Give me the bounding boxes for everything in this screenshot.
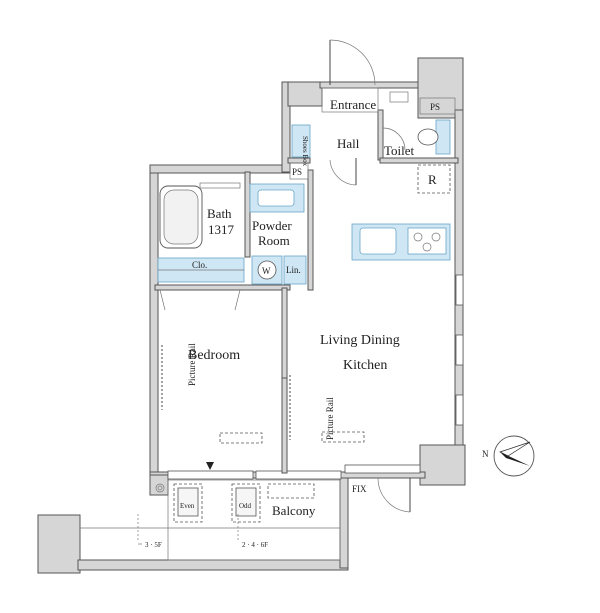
ac-unit-odd: Odd bbox=[231, 483, 261, 523]
bathtub bbox=[159, 185, 203, 249]
floors-right-label: 2 · 4 · 6F bbox=[242, 541, 268, 549]
ac-unit-even: Even bbox=[173, 483, 203, 523]
picture-rail-1: Picture Rail bbox=[187, 343, 197, 386]
entrance-door bbox=[329, 39, 376, 86]
ps-top-label: PS bbox=[430, 102, 440, 112]
picture-rail-2: Picture Rail bbox=[325, 397, 335, 440]
toilet-fixture bbox=[417, 119, 451, 155]
bath-label: Bath bbox=[207, 206, 232, 221]
ps-mid-label: PS bbox=[292, 167, 302, 177]
entry-arrow-icon bbox=[206, 462, 214, 470]
even-label: Even bbox=[180, 502, 195, 510]
shoes-box-label: Shoes Box bbox=[301, 136, 309, 167]
bedroom-label: Bedroom bbox=[188, 348, 240, 363]
powder-room-label-1: Powder bbox=[252, 218, 292, 233]
bottom-windows bbox=[167, 462, 421, 480]
kitchen-label: Kitchen bbox=[343, 358, 387, 373]
balcony-label: Balcony bbox=[272, 503, 316, 518]
shoes-box bbox=[291, 124, 311, 158]
floors-left-label: 3 · 5F bbox=[145, 541, 162, 549]
powder-room-label-2: Room bbox=[258, 233, 290, 248]
toilet-label: Toilet bbox=[384, 143, 415, 158]
r-label: R bbox=[428, 172, 437, 187]
entrance-label: Entrance bbox=[330, 97, 376, 112]
drain-icon bbox=[155, 483, 165, 493]
fix-label: FIX bbox=[352, 484, 367, 494]
balcony-door bbox=[377, 477, 411, 513]
linen-closet bbox=[283, 255, 307, 285]
hall-door bbox=[329, 158, 357, 186]
w-label: W bbox=[262, 266, 271, 276]
odd-label: Odd bbox=[239, 502, 252, 510]
lin-label: Lin. bbox=[286, 265, 301, 275]
toilet-door bbox=[382, 127, 406, 151]
interior-walls bbox=[154, 109, 459, 474]
hall-label: Hall bbox=[337, 136, 360, 151]
right-windows bbox=[455, 274, 464, 426]
north-label: N bbox=[482, 449, 489, 459]
compass-icon: N bbox=[482, 435, 535, 477]
living-dining-label: Living Dining bbox=[320, 333, 400, 348]
bath-size-label: 1317 bbox=[208, 222, 235, 237]
kitchen-counter bbox=[351, 223, 451, 261]
clo-label: Clo. bbox=[192, 260, 207, 270]
